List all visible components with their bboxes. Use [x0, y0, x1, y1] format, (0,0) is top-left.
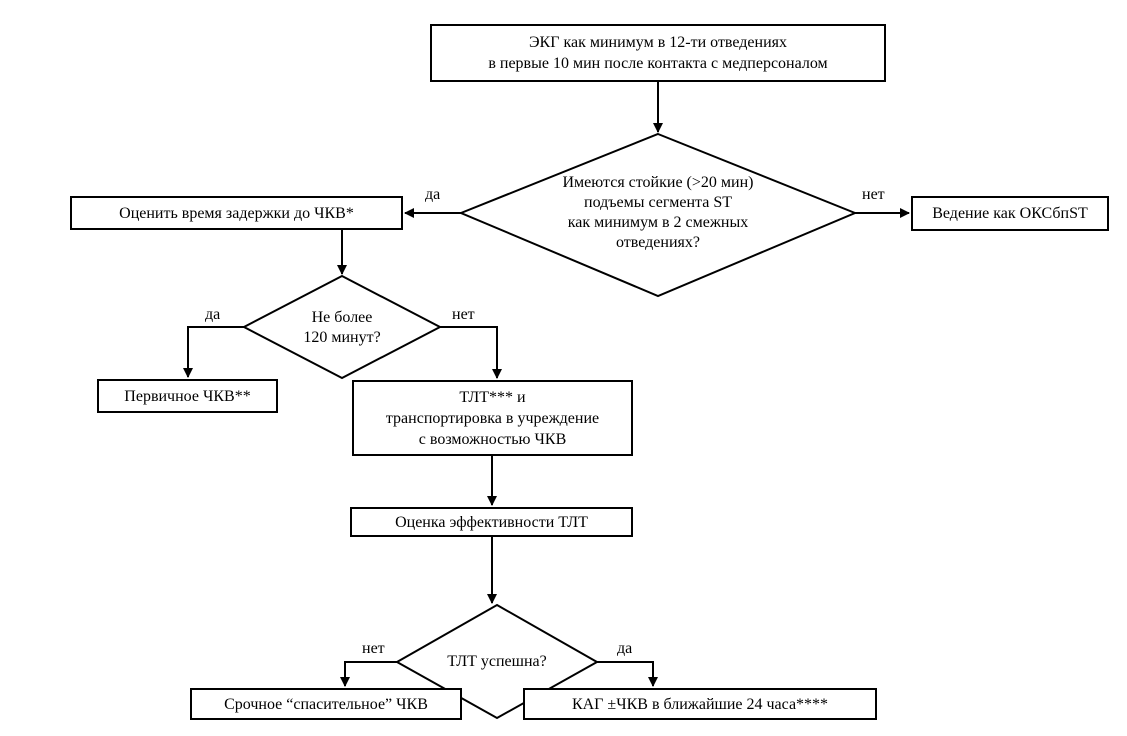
tlt-transport-line-3: с возможностью ЧКВ — [418, 430, 567, 448]
st-decision-line-4: отведениях? — [616, 234, 700, 251]
time-no-label: нет — [452, 306, 475, 323]
tlt-assess-label: Оценка эффективности ТЛТ — [395, 513, 588, 531]
st-decision-line-2: подъемы сегмента ST — [584, 194, 732, 211]
primary-pci-label: Первичное ЧКВ** — [124, 387, 251, 405]
arrow-tlt-yes — [597, 661, 658, 687]
st-decision-diamond — [458, 132, 858, 298]
rescue-pci-label: Срочное “спасительное” ЧКВ — [224, 695, 428, 713]
time-decision-diamond — [241, 274, 443, 380]
tlt-assess-box: Оценка эффективности ТЛТ — [350, 507, 633, 537]
ecg-box: ЭКГ как минимум в 12-ти отведениях в пер… — [430, 24, 886, 82]
st-yes-label: да — [425, 186, 441, 203]
assess-delay-label: Оценить время задержки до ЧКВ* — [119, 204, 354, 222]
tlt-no-label: нет — [362, 640, 385, 657]
arrow-tlt-no — [340, 661, 397, 687]
kag-label: КАГ ±ЧКВ в ближайшие 24 часа**** — [571, 695, 829, 713]
tlt-decision-label: ТЛТ успешна? — [447, 653, 547, 670]
tlt-transport-box: ТЛТ*** и транспортировка в учреждение с … — [352, 380, 633, 456]
primary-pci-box: Первичное ЧКВ** — [97, 379, 278, 413]
tlt-yes-label: да — [617, 640, 633, 657]
assess-delay-box: Оценить время задержки до ЧКВ* — [70, 196, 403, 230]
arrow-time-no — [440, 326, 502, 379]
st-decision-line-1: Имеются стойкие (>20 мин) — [562, 174, 754, 191]
st-decision-text: Имеются стойкие (>20 мин) подъемы сегмен… — [520, 170, 796, 256]
st-no-label: нет — [862, 186, 885, 203]
time-decision-line-2: 120 минут? — [303, 329, 381, 346]
time-decision-text: Не более 120 минут? — [282, 306, 402, 350]
tlt-decision-text: ТЛТ успешна? — [427, 650, 567, 674]
st-decision-line-3: как минимум в 2 смежных — [567, 214, 749, 231]
ecg-line-1: ЭКГ как минимум в 12-ти отведениях — [528, 34, 788, 51]
ecg-line-2: в первые 10 мин после контакта с медперс… — [488, 55, 828, 72]
tlt-transport-line-2: транспортировка в учреждение — [385, 409, 600, 427]
arrow-time-yes — [183, 326, 244, 378]
kag-box: КАГ ±ЧКВ в ближайшие 24 часа**** — [523, 688, 877, 720]
nstemi-label: Ведение как ОКСбпST — [932, 205, 1088, 222]
tlt-transport-line-1: ТЛТ*** и — [459, 388, 526, 406]
nstemi-box: Ведение как ОКСбпST — [911, 196, 1109, 231]
time-yes-label: да — [205, 306, 221, 323]
time-decision-line-1: Не более — [311, 309, 373, 326]
rescue-pci-box: Срочное “спасительное” ЧКВ — [190, 688, 462, 720]
